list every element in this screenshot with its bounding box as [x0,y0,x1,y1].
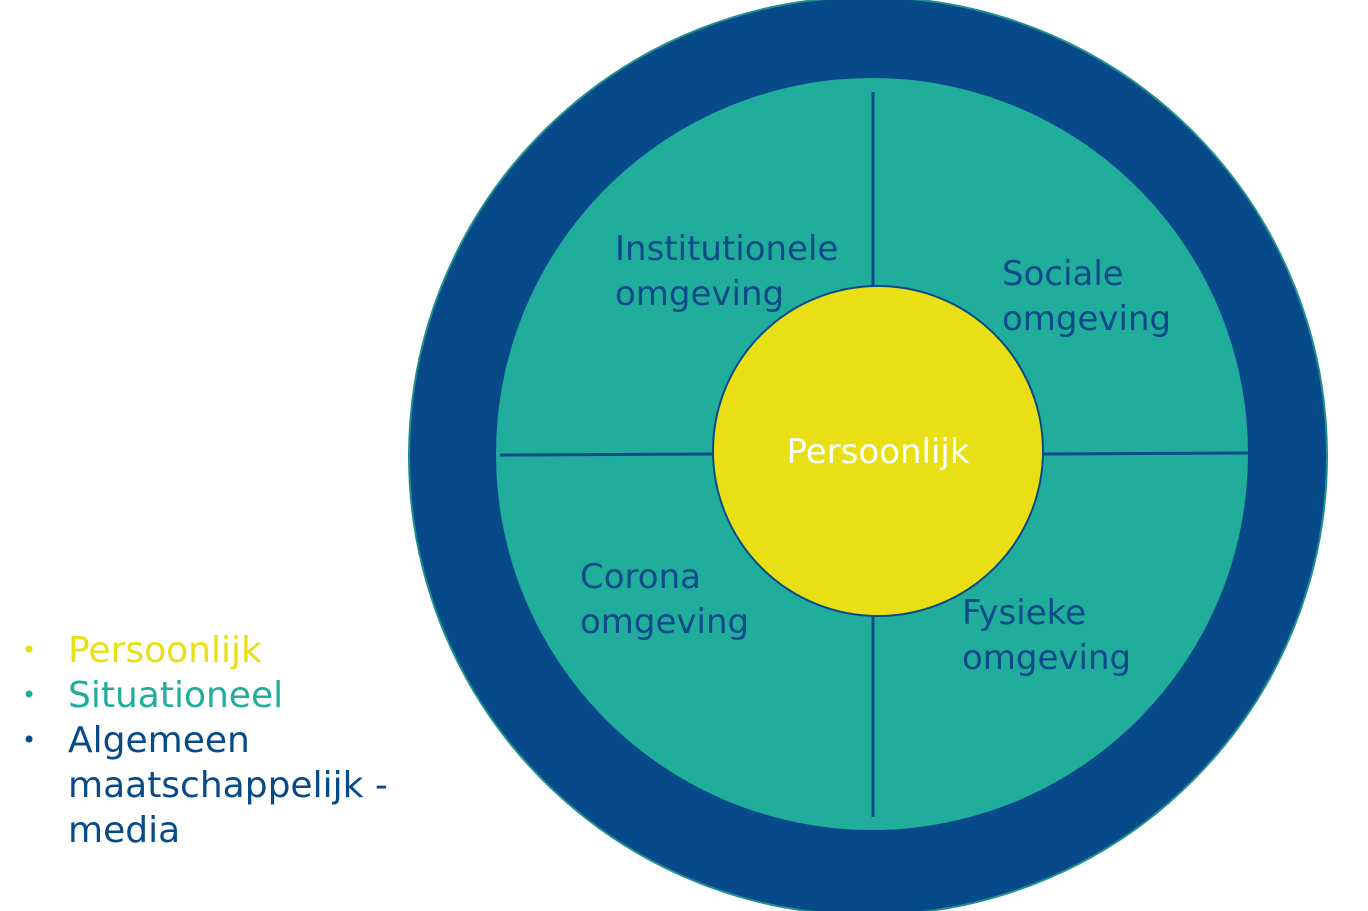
legend-bullet: • [22,726,37,754]
center-label: Persoonlijk [786,432,969,472]
segment-label-corona: Corona omgeving [580,557,749,642]
legend-item-personal: • Persoonlijk [20,628,400,673]
divider-left [499,452,715,457]
legend-bullet: • [22,636,37,664]
center-circle-personal [712,285,1044,617]
legend-item-general-societal-media: • Algemeen maatschappelijk - media [20,718,400,853]
segment-label-institutional: Institutionele omgeving [615,229,849,314]
divider-right [1042,451,1249,456]
legend: • Persoonlijk • Situationeel • Algemeen … [20,628,400,853]
legend-text: Persoonlijk [68,630,262,671]
legend-bullet: • [22,681,37,709]
legend-text: Algemeen maatschappelijk - media [68,720,388,851]
legend-text: Situationeel [68,675,284,716]
legend-item-situational: • Situationeel [20,673,400,718]
segment-label-physical: Fysieke omgeving [962,593,1131,678]
segment-label-social: Sociale omgeving [1002,254,1171,339]
